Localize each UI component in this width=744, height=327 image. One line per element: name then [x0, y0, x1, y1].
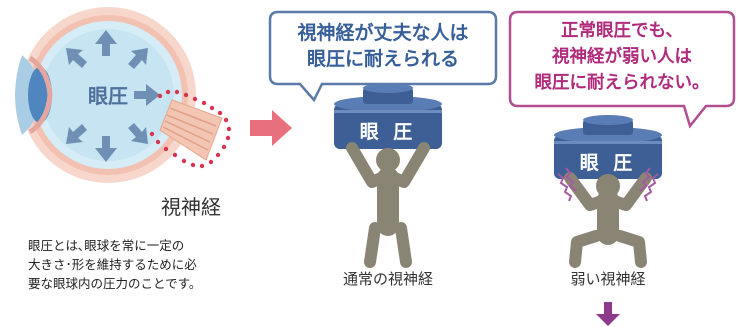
pressure-arrows [66, 30, 160, 162]
normal-weight [334, 83, 442, 149]
optic-nerve-label: 視神経 [161, 195, 221, 219]
optic-nerve [149, 89, 232, 169]
weak-weight-label: 眼 圧 [579, 152, 637, 174]
weak-figure-head [596, 174, 620, 198]
normal-caption: 通常の視神経 [342, 270, 433, 288]
normal-figure [346, 142, 430, 268]
strain-lines [557, 167, 659, 202]
normal-figure-head [376, 148, 400, 172]
normal-bubble-text: 視神経が丈夫な人は 眼圧に耐えられる [297, 22, 469, 70]
weak-speech-bubble [508, 10, 736, 129]
weak-figure [564, 172, 652, 268]
eye-pressure-label: 眼圧 [88, 84, 128, 108]
normal-speech-bubble [268, 10, 498, 103]
normal-weight-label: 眼 圧 [359, 121, 417, 143]
weak-weight [554, 115, 662, 179]
description-text: 眼圧とは､眼球を常に一定の 大きさ･形を維持するために必 要な眼球内の圧力のこと… [28, 238, 202, 291]
down-arrow [596, 302, 620, 326]
weak-bubble-text: 正常眼圧でも、 視神経が弱い人は 眼圧に耐えられない。 [534, 21, 710, 93]
flow-arrow-right [250, 110, 292, 146]
weak-caption: 弱い視神経 [570, 270, 646, 288]
nerve-highlight-dots [149, 89, 232, 169]
